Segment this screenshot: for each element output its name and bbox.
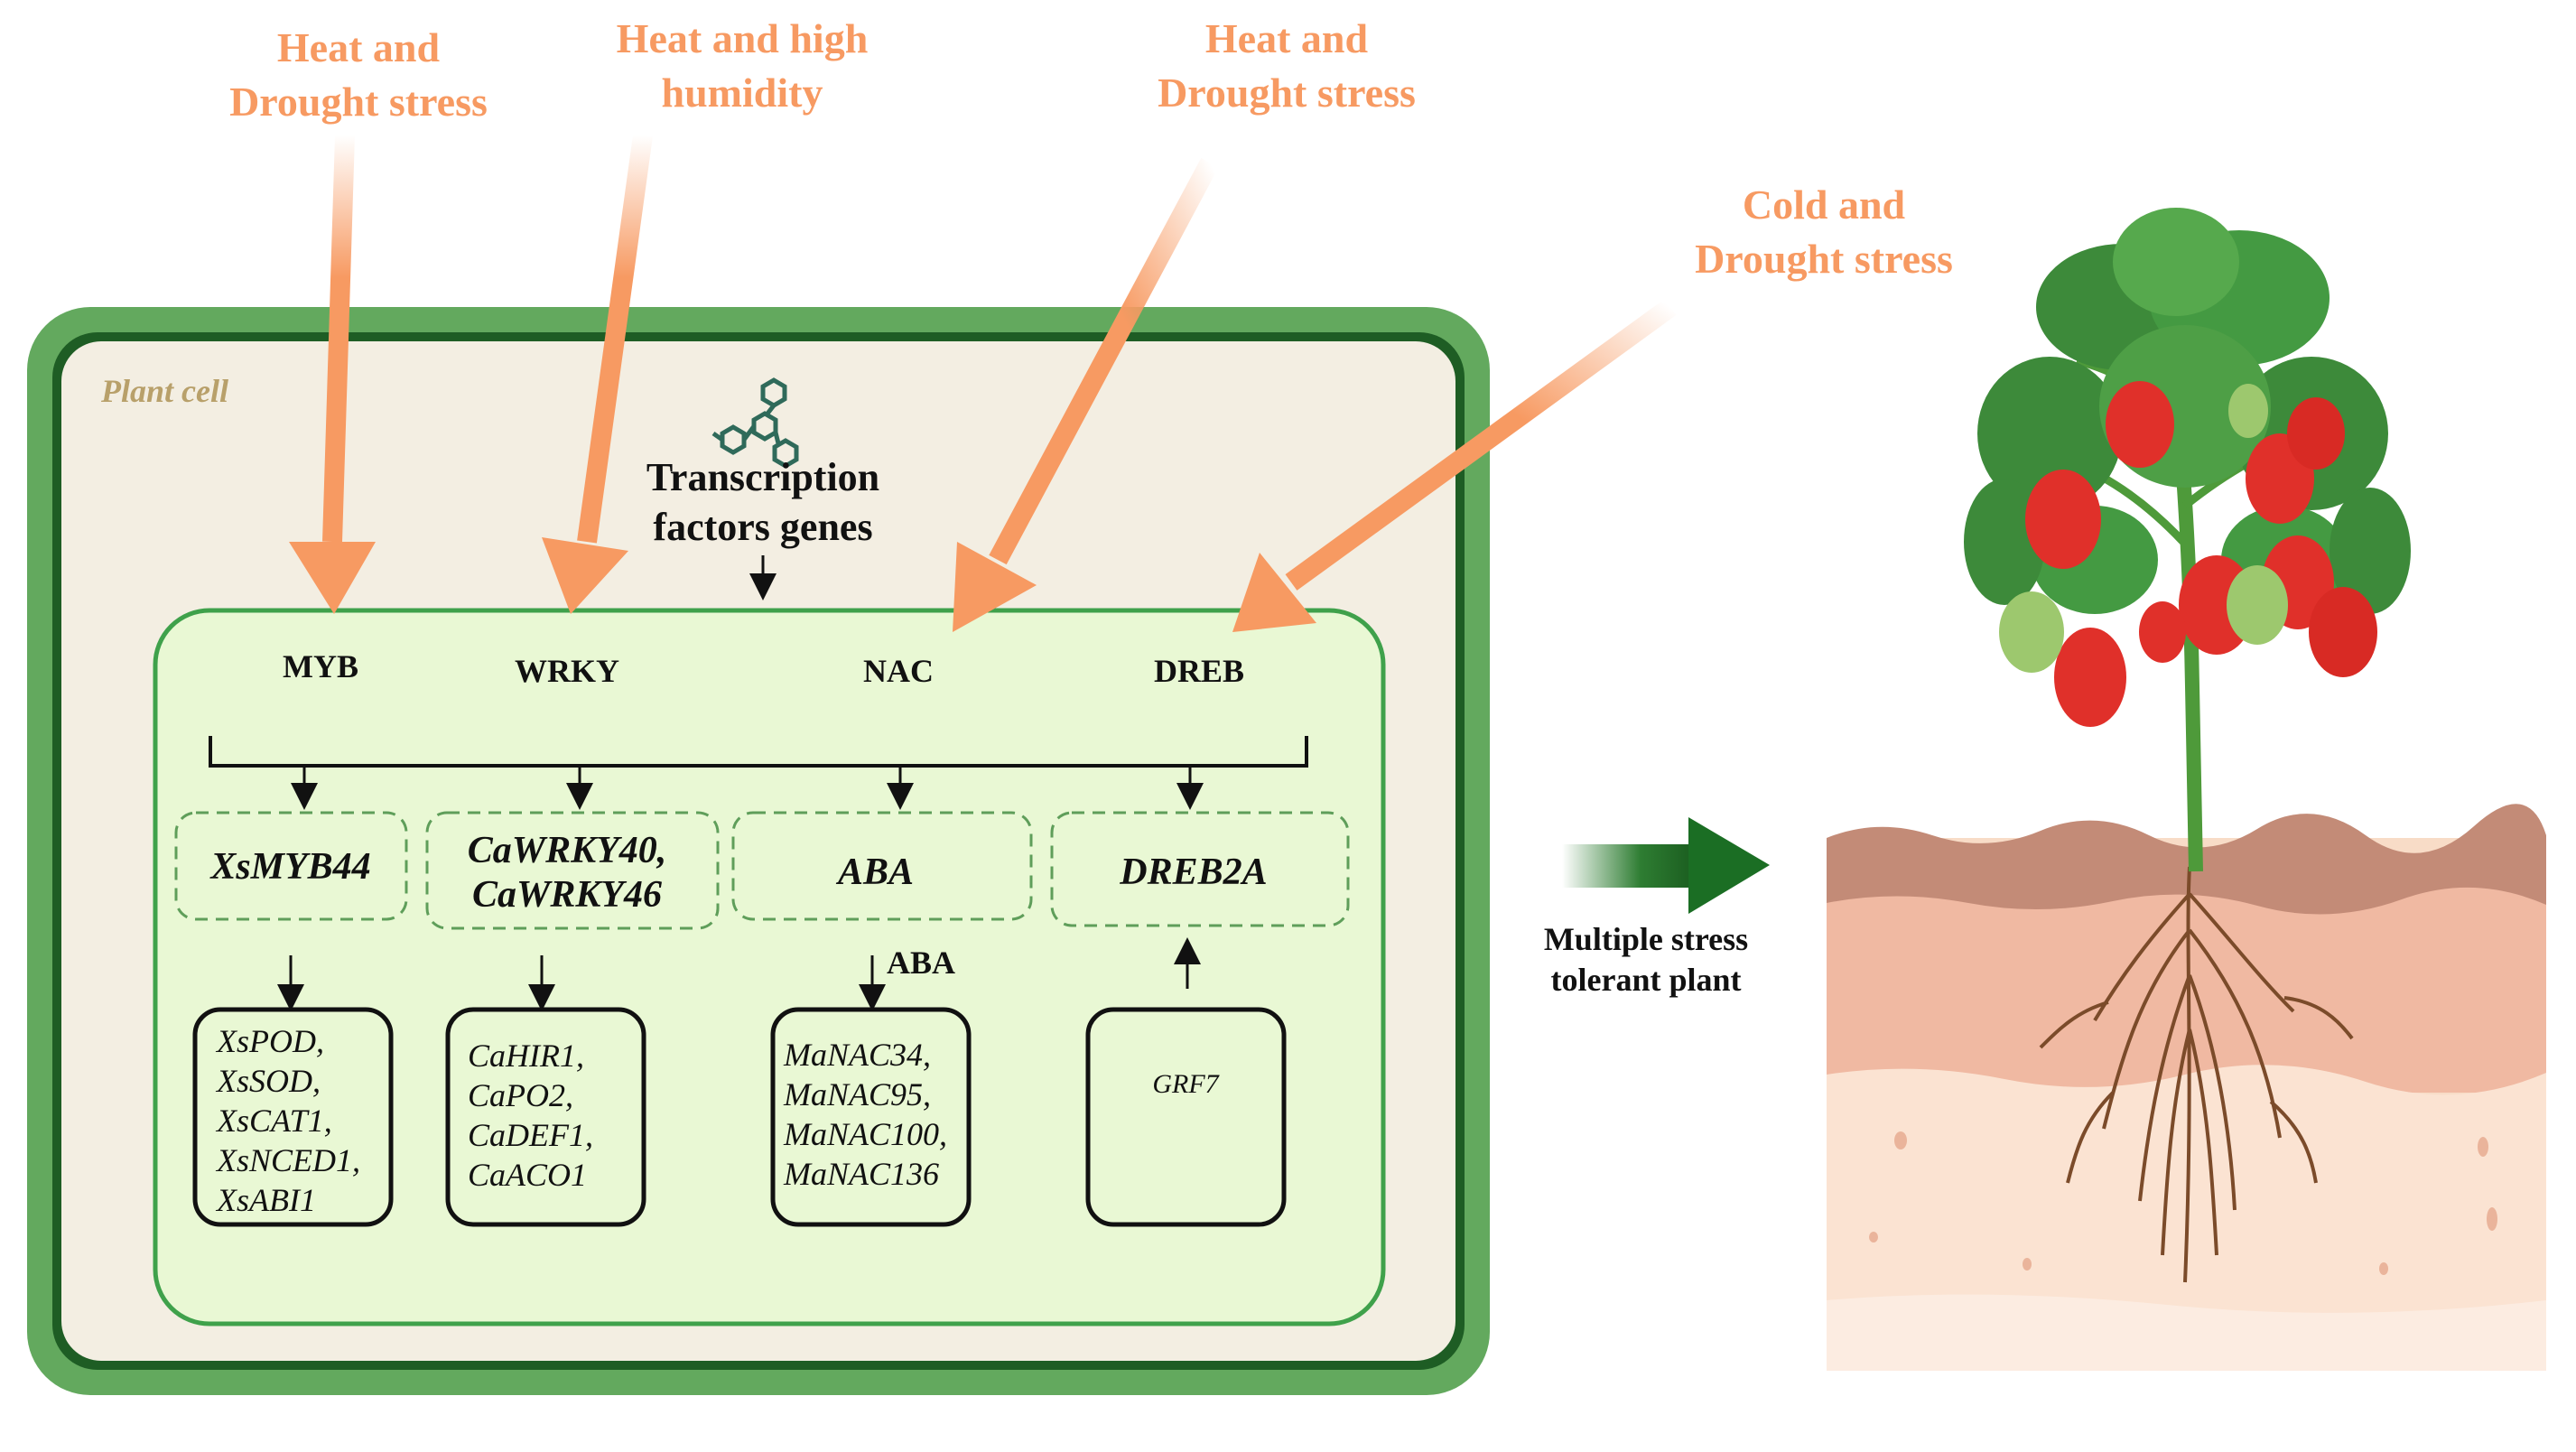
target-wrky-1: CaHIR1, (468, 1038, 584, 1074)
family-bracket (209, 736, 1308, 768)
family-myb: MYB (283, 648, 358, 684)
stress-arrow-2 (542, 134, 653, 614)
family-dreb: DREB (1154, 653, 1244, 689)
family-wrky: WRKY (515, 653, 619, 689)
target-nac-1: MaNAC34, (783, 1037, 931, 1073)
targets-myb: XsPOD, XsSOD, XsCAT1, XsNCED1, XsABI1 (215, 1023, 360, 1218)
target-wrky-2: CaPO2, (468, 1077, 573, 1113)
stress-1-line2: Drought stress (229, 79, 488, 125)
target-box-dreb (1085, 1007, 1287, 1227)
tomato-plant-illustration (1964, 208, 2411, 872)
target-myb-5: XsABI1 (215, 1182, 316, 1218)
target-nac-4: MaNAC136 (783, 1156, 939, 1192)
gene-nac: ABA (835, 852, 914, 893)
gene-box-dreb (1050, 811, 1350, 927)
result-arrow (1562, 817, 1770, 914)
stress-1-line1: Heat and (277, 24, 441, 70)
stress-3-line2: Drought stress (1158, 70, 1416, 116)
result-label-line1: Multiple stress (1544, 921, 1748, 957)
stress-arrow-3 (953, 157, 1219, 632)
gene-myb: XsMYB44 (209, 846, 370, 888)
stress-arrow-4 (1232, 299, 1677, 632)
stress-2-line1: Heat and high (617, 15, 869, 61)
gene-wrky-line2: CaWRKY46 (472, 874, 662, 916)
target-wrky-3: CaDEF1, (468, 1117, 593, 1153)
target-box-nac (770, 1007, 972, 1227)
tf-genes-label-line1: Transcription (646, 455, 879, 499)
target-box-myb (192, 1007, 394, 1227)
target-nac-3: MaNAC100, (783, 1116, 947, 1152)
gene-box-myb (174, 811, 408, 921)
stress-arrow-1 (289, 135, 376, 614)
target-myb-2: XsSOD, (215, 1063, 321, 1099)
target-myb-3: XsCAT1, (215, 1103, 332, 1139)
soil-illustration (1827, 804, 2546, 1371)
target-myb-4: XsNCED1, (215, 1142, 360, 1178)
gene-box-wrky (425, 811, 720, 930)
target-myb-1: XsPOD, (215, 1023, 324, 1059)
gene-dreb: DREB2A (1119, 852, 1267, 893)
nucleus-box (153, 608, 1386, 1326)
target-nac-2: MaNAC95, (783, 1076, 931, 1112)
gene-wrky-line1: CaWRKY40, (468, 830, 667, 871)
targets-nac: MaNAC34, MaNAC95, MaNAC100, MaNAC136 (783, 1037, 947, 1192)
stress-2-line2: humidity (662, 70, 823, 116)
cell-label: Plant cell (100, 373, 228, 409)
stress-3-line1: Heat and (1205, 15, 1369, 61)
result-label-line2: tolerant plant (1551, 962, 1742, 998)
target-dreb-1: GRF7 (1152, 1069, 1220, 1099)
gene-box-nac (731, 811, 1033, 921)
tf-genes-label-line2: factors genes (653, 505, 872, 549)
stress-4-line2: Drought stress (1695, 236, 1953, 282)
target-box-wrky (445, 1007, 646, 1227)
stress-4-line1: Cold and (1743, 182, 1906, 228)
molecule-icon (711, 377, 799, 469)
aba-arrow-label: ABA (887, 945, 955, 981)
target-wrky-4: CaACO1 (468, 1157, 587, 1193)
targets-wrky: CaHIR1, CaPO2, CaDEF1, CaACO1 (468, 1038, 593, 1193)
roots-illustration (2039, 866, 2354, 1283)
family-nac: NAC (863, 653, 934, 689)
